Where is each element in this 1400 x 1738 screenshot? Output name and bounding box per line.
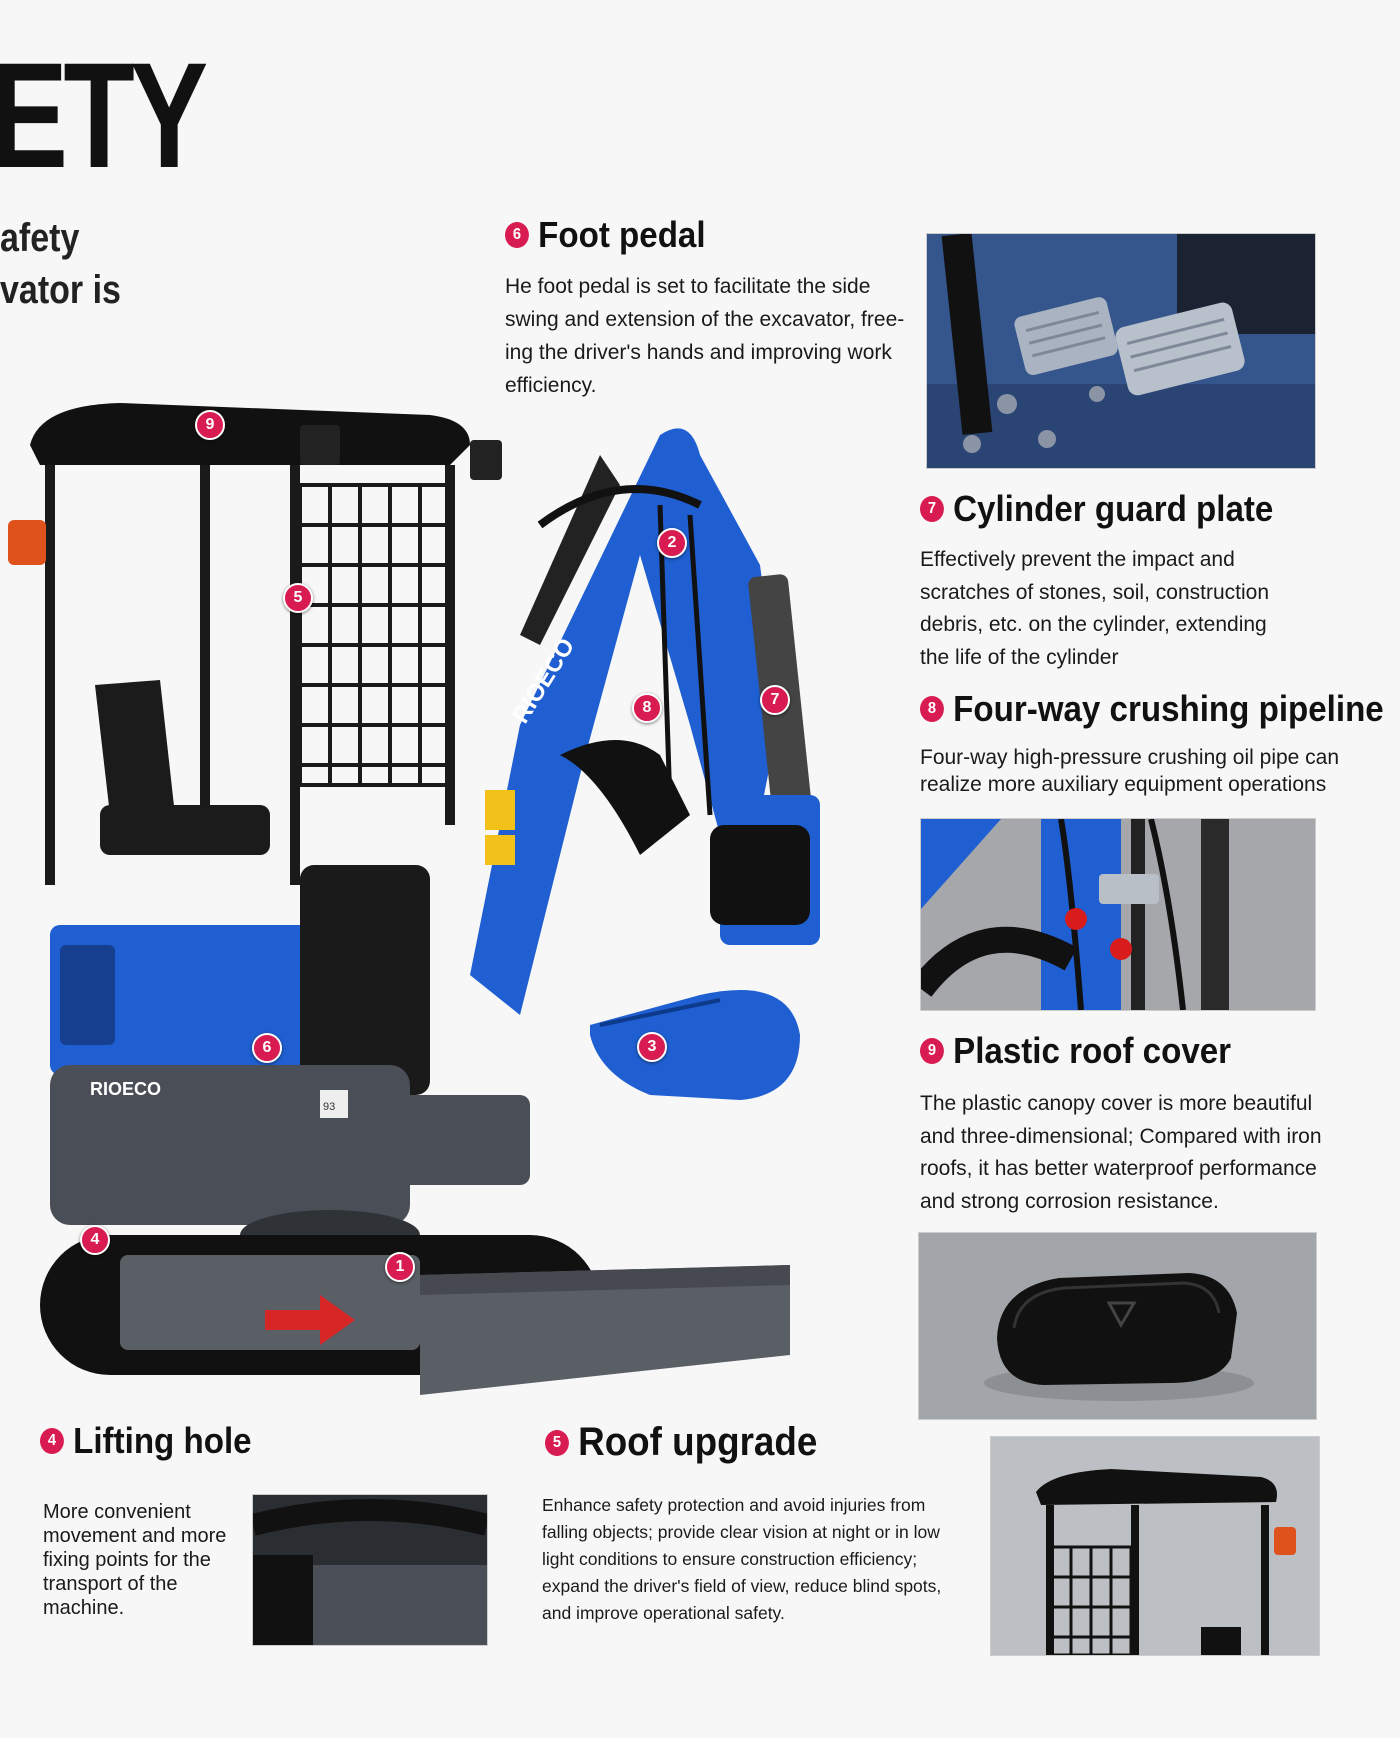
- feature-body: The plastic canopy cover is more beautif…: [920, 1092, 1322, 1213]
- feature-title: 5 Roof upgrade: [545, 1420, 895, 1465]
- feature-title: 4 Lifting hole: [40, 1420, 426, 1462]
- feature-body: Four-way high-pressure crushing oil pipe…: [920, 746, 1340, 796]
- roof-upgrade-body: Enhance safety protection and avoid inju…: [542, 1495, 942, 1623]
- numbered-circle-icon: 8: [920, 696, 944, 722]
- callout-4: 4: [80, 1225, 110, 1255]
- feature-roof-cover: 9 Plastic roof cover The plastic canopy …: [920, 1030, 1390, 1218]
- triangle-logo-icon: [1106, 1301, 1137, 1329]
- callout-6: 6: [252, 1033, 282, 1063]
- lifting-hole-body: More convenient movement and more fixing…: [43, 1501, 227, 1619]
- feature-foot-pedal: 6 Foot pedal He foot pedal is set to fac…: [505, 214, 905, 402]
- subtitle-line-2: vator is: [0, 268, 121, 312]
- numbered-circle-icon: 7: [920, 496, 944, 522]
- feature-title: 9 Plastic roof cover: [920, 1030, 1352, 1072]
- body-brand-text: RIOECO: [90, 1079, 161, 1099]
- foot-pedal-photo: [926, 233, 1316, 469]
- feature-title: 8 Four-way crushing pipeline: [920, 688, 1384, 730]
- callout-2: 2: [657, 528, 687, 558]
- callout-5: 5: [283, 583, 313, 613]
- page-subtitle: afety vator is: [0, 212, 121, 316]
- feature-cylinder-guard: 7 Cylinder guard plate Effectively preve…: [920, 488, 1390, 674]
- weight-sticker: 93: [323, 1101, 335, 1113]
- lifting-hole-photo: [252, 1494, 488, 1646]
- numbered-circle-icon: 4: [40, 1428, 64, 1454]
- roof-cover-photo: [918, 1232, 1317, 1420]
- feature-body: He foot pedal is set to facilitate the s…: [505, 275, 905, 397]
- numbered-circle-icon: 5: [545, 1429, 569, 1456]
- excavator-illustration: RIOECO RIOECO 93: [0, 395, 900, 1405]
- numbered-circle-icon: 6: [505, 222, 529, 248]
- roof-upgrade-photo: [990, 1436, 1320, 1656]
- feature-title: 6 Foot pedal: [505, 214, 873, 256]
- subtitle-line-1: afety: [0, 216, 80, 260]
- callout-3: 3: [637, 1032, 667, 1062]
- page-title: ETY: [0, 31, 208, 199]
- callout-8: 8: [632, 693, 662, 723]
- feature-body: Effectively prevent the impact and scrat…: [920, 548, 1269, 669]
- callout-9: 9: [195, 410, 225, 440]
- feature-lifting-hole: 4 Lifting hole: [40, 1420, 460, 1462]
- feature-title: 7 Cylinder guard plate: [920, 488, 1352, 530]
- callout-7: 7: [760, 685, 790, 715]
- pipeline-photo: [920, 818, 1316, 1011]
- feature-roof-upgrade: 5 Roof upgrade: [545, 1420, 925, 1465]
- callout-1: 1: [385, 1252, 415, 1282]
- feature-pipeline: 8 Four-way crushing pipeline Four-way hi…: [920, 688, 1400, 798]
- numbered-circle-icon: 9: [920, 1038, 944, 1064]
